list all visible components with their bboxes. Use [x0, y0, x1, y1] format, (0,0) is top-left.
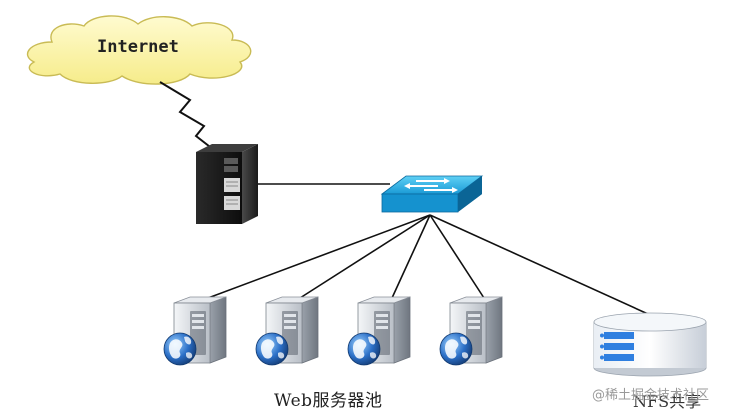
web-server-pool-label: Web服务器池: [274, 391, 383, 411]
web-server-globe-icon: [347, 296, 411, 366]
internet-label: Internet: [97, 37, 179, 57]
network-switch-icon: [380, 175, 484, 213]
nfs-share-label: NFS共享: [633, 392, 702, 411]
web-server-globe-icon: [255, 296, 319, 366]
cloud-icon: [27, 15, 252, 85]
server-tower-icon: [196, 144, 258, 224]
nfs-storage-icon: [593, 312, 707, 377]
internet-link: [159, 81, 215, 151]
web-server-globe-icon: [439, 296, 503, 366]
web-server-globe-icon: [163, 296, 227, 366]
switch-links: [207, 214, 649, 315]
watermark: @稀土掘金技术社区: [592, 388, 710, 403]
